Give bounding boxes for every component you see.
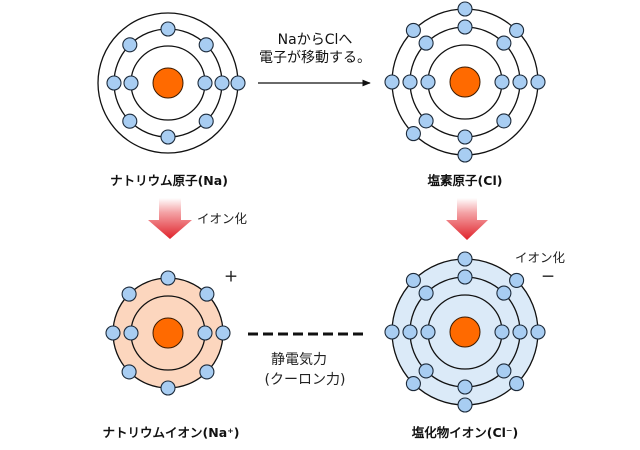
sodium-ion-label: ナトリウムイオン(Na⁺): [102, 424, 240, 440]
coulomb-force-label: (クーロン力): [264, 372, 346, 388]
electron: [106, 75, 122, 91]
electron: [215, 325, 231, 341]
electron: [197, 325, 213, 341]
electron: [405, 22, 421, 38]
sodium-ion-model: [105, 270, 231, 396]
electron: [160, 129, 176, 145]
electron: [457, 129, 473, 145]
electron-transfer-text-line2: 電子が移動する。: [259, 50, 371, 66]
sodium-atom-label: ナトリウム原子(Na): [110, 172, 228, 188]
electron: [405, 376, 421, 392]
electron: [418, 113, 434, 129]
electron: [122, 37, 138, 53]
electron-transfer-text-line1: NaからClへ: [277, 32, 353, 48]
electron: [160, 270, 176, 286]
electron: [509, 272, 525, 288]
electron: [123, 75, 139, 91]
electron: [420, 74, 436, 90]
electron: [457, 19, 473, 35]
electrostatic-force-label: 静電気力: [271, 352, 327, 368]
electron: [496, 363, 512, 379]
electron: [494, 74, 510, 90]
electron: [105, 325, 121, 341]
electron: [496, 113, 512, 129]
electron: [199, 286, 215, 302]
electron: [418, 285, 434, 301]
positive-charge-sign: +: [223, 266, 239, 287]
electron: [530, 74, 546, 90]
electron: [230, 75, 246, 91]
electron: [494, 324, 510, 340]
electron: [457, 1, 473, 17]
electron: [402, 324, 418, 340]
electron: [121, 286, 137, 302]
chlorine-atom-nucleus: [449, 66, 481, 98]
electron: [418, 35, 434, 51]
electron: [496, 285, 512, 301]
electron: [121, 364, 137, 380]
electron: [509, 376, 525, 392]
electron: [384, 324, 400, 340]
electron: [198, 37, 214, 53]
chlorine-atom-label: 塩素原子(Cl): [427, 172, 503, 188]
electron: [197, 75, 213, 91]
electron: [160, 380, 176, 396]
ionization-label-left: イオン化: [196, 210, 248, 226]
electron: [512, 324, 528, 340]
electron: [214, 75, 230, 91]
sodium-atom-model: [97, 12, 246, 154]
ionization-label-right: イオン化: [514, 249, 566, 265]
electron: [405, 272, 421, 288]
electron: [457, 379, 473, 395]
electron: [198, 113, 214, 129]
electron: [530, 324, 546, 340]
electron: [384, 74, 400, 90]
electron: [199, 364, 215, 380]
electron: [122, 113, 138, 129]
electron: [160, 21, 176, 37]
sodium-ion-nucleus: [152, 317, 184, 349]
electron: [457, 147, 473, 163]
chloride-ion-nucleus: [449, 316, 481, 348]
chlorine-atom-model: [384, 1, 546, 163]
electron: [402, 74, 418, 90]
electron: [509, 22, 525, 38]
electron: [512, 74, 528, 90]
chloride-ion-label: 塩化物イオン(Cl⁻): [411, 424, 519, 440]
negative-charge-sign: −: [540, 266, 556, 287]
electron: [457, 397, 473, 413]
electron: [457, 251, 473, 267]
sodium-atom-nucleus: [152, 67, 184, 99]
electron: [123, 325, 139, 341]
ionization-arrow-right-icon: [446, 198, 488, 240]
electron: [496, 35, 512, 51]
electron: [418, 363, 434, 379]
electron: [420, 324, 436, 340]
electron: [405, 126, 421, 142]
chloride-ion-model: [384, 251, 546, 413]
ionization-arrow-left-icon: [148, 198, 192, 239]
electron: [457, 269, 473, 285]
